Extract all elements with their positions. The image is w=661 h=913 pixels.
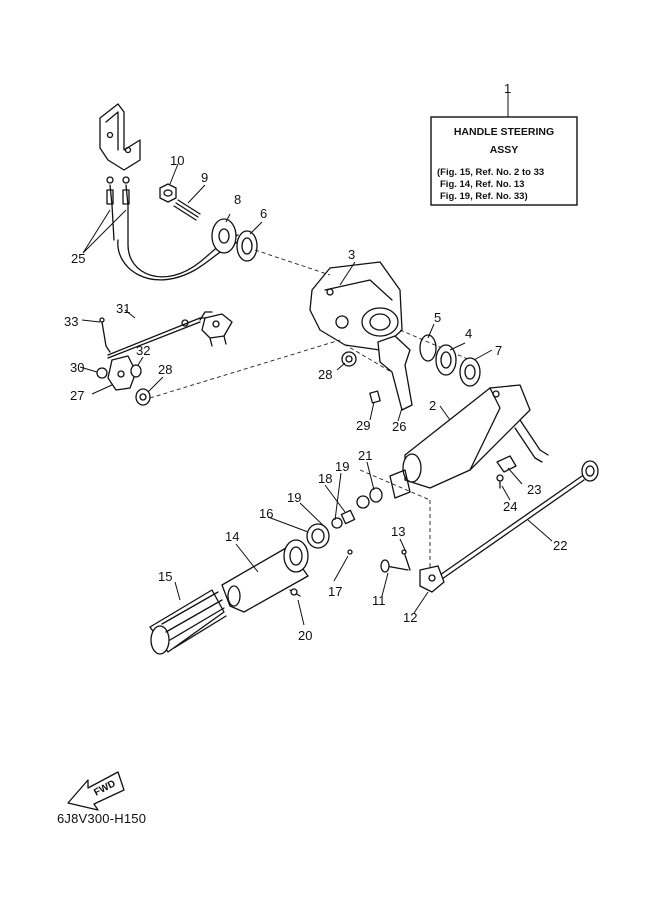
callout-30: 30 — [70, 360, 84, 375]
callout-28a: 28 — [158, 362, 172, 377]
washers-5-4-7 — [419, 334, 481, 387]
callout-31: 31 — [116, 301, 130, 316]
callout-10: 10 — [170, 153, 184, 168]
callout-19a: 19 — [287, 490, 301, 505]
callout-12: 12 — [403, 610, 417, 625]
steering-bracket — [309, 261, 403, 351]
callout-1: 1 — [504, 81, 511, 96]
callout-26: 26 — [392, 419, 406, 434]
callout-13: 13 — [391, 524, 405, 539]
collar-and-arm — [341, 335, 413, 411]
throttle-lever — [96, 355, 151, 406]
fwd-arrow: FWD — [67, 771, 125, 811]
callout-16: 16 — [259, 506, 273, 521]
callout-19b: 19 — [335, 459, 349, 474]
callout-15: 15 — [158, 569, 172, 584]
callout-17: 17 — [328, 584, 342, 599]
throttle-grip — [149, 589, 227, 655]
throttle-grip-parts — [221, 487, 383, 613]
assembly-reference-box: HANDLE STEERING ASSY (Fig. 15, Ref. No. … — [430, 93, 578, 206]
callout-8: 8 — [234, 192, 241, 207]
callout-18: 18 — [318, 471, 332, 486]
bolt-and-nut — [159, 183, 201, 221]
callout-27: 27 — [70, 388, 84, 403]
callout-29: 29 — [356, 418, 370, 433]
callout-33: 33 — [64, 314, 78, 329]
callout-22: 22 — [553, 538, 567, 553]
callout-5: 5 — [434, 310, 441, 325]
box-title-line1: HANDLE STEERING — [454, 126, 554, 138]
callout-6: 6 — [260, 206, 267, 221]
diagram-code: 6J8V300-H150 — [57, 811, 147, 826]
callout-11: 11 — [372, 593, 386, 608]
assembly-lines — [149, 329, 471, 580]
callout-labels: 1 2 3 4 5 6 7 8 9 10 11 12 13 14 15 16 1… — [64, 81, 567, 643]
collar-and-washer — [211, 218, 331, 276]
cable-bracket — [99, 103, 141, 171]
box-ref-line3: Fig. 19, Ref. No. 33) — [440, 191, 528, 202]
callout-24: 24 — [503, 499, 517, 514]
throttle-shaft-parts — [380, 549, 445, 593]
callout-14: 14 — [225, 529, 239, 544]
leader-lines — [79, 163, 553, 626]
box-ref-line1: (Fig. 15, Ref. No. 2 to 33 — [437, 167, 544, 178]
callout-21: 21 — [358, 448, 372, 463]
callout-3: 3 — [348, 247, 355, 262]
callout-28b: 28 — [318, 367, 332, 382]
callout-7: 7 — [495, 343, 502, 358]
callout-32: 32 — [136, 343, 150, 358]
callout-4: 4 — [465, 326, 472, 341]
callout-20: 20 — [298, 628, 312, 643]
callout-2: 2 — [429, 398, 436, 413]
steering-handle — [389, 384, 549, 499]
callout-9: 9 — [201, 170, 208, 185]
link-rod — [99, 311, 216, 359]
callout-23: 23 — [527, 482, 541, 497]
box-title-line2: ASSY — [490, 144, 519, 156]
callout-25: 25 — [71, 251, 85, 266]
plate-and-screw — [496, 455, 517, 489]
box-ref-line2: Fig. 14, Ref. No. 13 — [440, 179, 524, 190]
throttle-cable-22 — [439, 460, 599, 580]
link-bracket — [201, 313, 233, 347]
